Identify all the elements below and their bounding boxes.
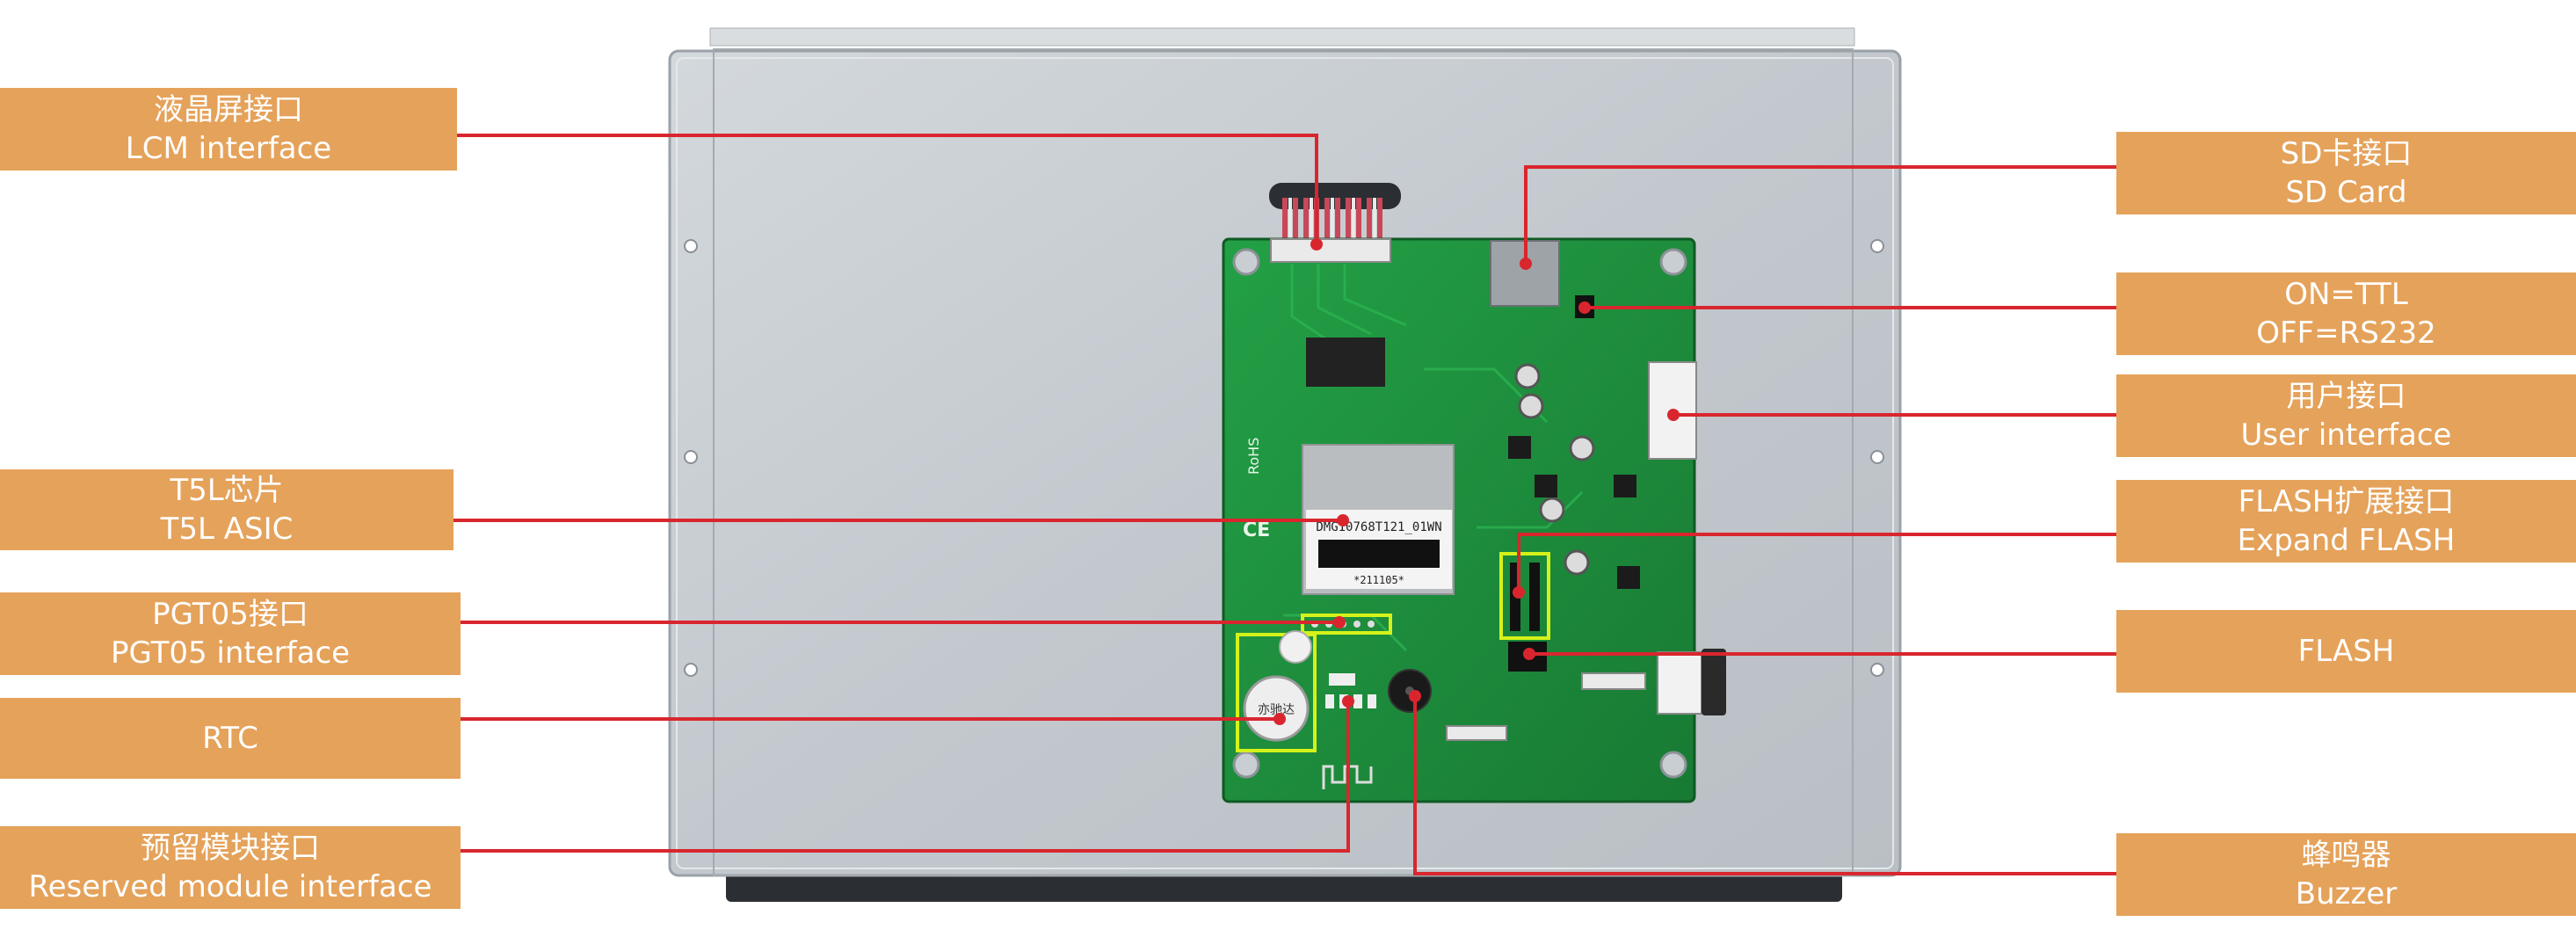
ce-mark: CE	[1243, 519, 1270, 541]
chip-part-number: DMG10768T121_01WN	[1316, 520, 1441, 534]
callout-rtc: RTC	[0, 698, 461, 779]
leader-dots	[1273, 238, 1680, 725]
callout-flashexp-cn: FLASH扩展接口	[2238, 483, 2455, 519]
callout-flash-en: FLASH	[2297, 633, 2395, 669]
callout-lcm-cn: 液晶屏接口	[154, 91, 303, 127]
callout-flashexp-en: Expand FLASH	[2237, 523, 2456, 558]
leader-lcm	[455, 134, 1318, 244]
callout-user-en: User interface	[2240, 418, 2452, 453]
callout-flash: FLASH	[2116, 610, 2576, 693]
callout-expand-flash: FLASH扩展接口 Expand FLASH	[2116, 480, 2576, 563]
callout-t5l-en: T5L ASIC	[160, 512, 294, 547]
callout-user-interface: 用户接口 User interface	[2116, 374, 2576, 457]
callout-sd-en: SD Card	[2285, 175, 2407, 210]
leader-buzzer	[1413, 696, 2116, 875]
callout-lcm-en: LCM interface	[125, 131, 332, 166]
callout-ttl-off: OFF=RS232	[2256, 316, 2436, 351]
rtc-battery-text: 亦驰达	[1258, 703, 1295, 717]
callout-t5l-asic: T5L芯片 T5L ASIC	[0, 469, 454, 550]
callout-pgt05-cn: PGT05接口	[152, 596, 308, 632]
callout-sd-card: SD卡接口 SD Card	[2116, 132, 2576, 214]
callout-ttl-on: ON=TTL	[2284, 276, 2408, 312]
leader-flashexp	[1517, 533, 2116, 592]
callout-reserved-cn: 预留模块接口	[141, 830, 320, 866]
callout-user-cn: 用户接口	[2286, 378, 2406, 414]
callout-buzzer-cn: 蜂鸣器	[2301, 837, 2391, 873]
callout-buzzer: 蜂鸣器 Buzzer	[2116, 833, 2576, 916]
callout-t5l-cn: T5L芯片	[170, 472, 284, 508]
callout-reserved-module: 预留模块接口 Reserved module interface	[0, 826, 461, 909]
callout-ttl-rs232: ON=TTL OFF=RS232	[2116, 272, 2576, 355]
leader-sd	[1524, 165, 2116, 264]
callout-pgt05-interface: PGT05接口 PGT05 interface	[0, 592, 461, 675]
callout-buzzer-en: Buzzer	[2295, 876, 2398, 911]
callout-reserved-en: Reserved module interface	[28, 869, 432, 904]
callout-sd-cn: SD卡接口	[2280, 135, 2413, 171]
leader-lines	[454, 134, 2116, 875]
callout-lcm-interface: 液晶屏接口 LCM interface	[0, 88, 457, 171]
rohs-mark: RoHS	[1245, 438, 1262, 475]
leader-reserved	[461, 701, 1350, 853]
callout-rtc-en: RTC	[202, 720, 258, 756]
callout-pgt05-en: PGT05 interface	[110, 635, 351, 671]
chip-serial: *211105*	[1353, 574, 1404, 586]
